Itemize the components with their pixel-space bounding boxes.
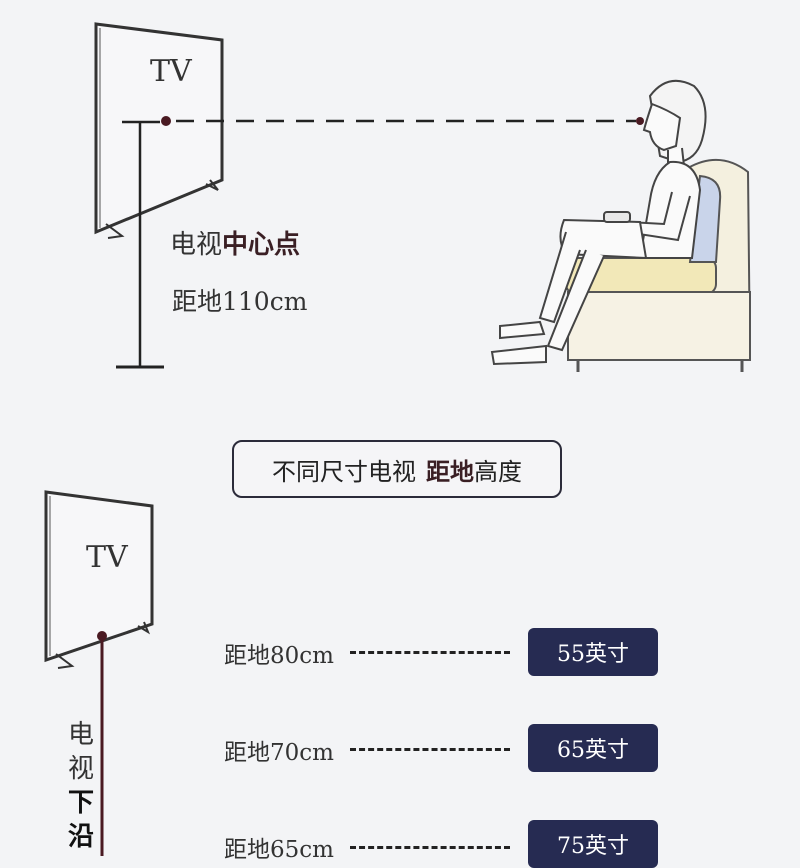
- row-2-distance: 距地70cm: [224, 740, 334, 766]
- vertical-char-4: 沿: [67, 822, 94, 852]
- bottom-edge-vertical-label: 电 视 下 沿: [66, 718, 96, 854]
- viewer-person: [490, 79, 707, 366]
- tv-bottom: [44, 490, 154, 669]
- tv-top: [94, 22, 224, 239]
- title-highlight: 距地: [426, 457, 474, 486]
- row-1-dash: [350, 651, 510, 654]
- title-suffix: 高度: [474, 457, 522, 486]
- center-label: 电视中心点: [170, 224, 300, 261]
- section-title: 不同尺寸电视距地高度: [232, 440, 562, 498]
- vertical-char-3: 下: [67, 788, 94, 818]
- top-illustration: [94, 22, 752, 372]
- tv-center-dot: [161, 116, 171, 126]
- sofa: [565, 158, 752, 372]
- row-3-distance: 距地65cm: [224, 837, 334, 863]
- title-plain: 不同尺寸电视: [272, 457, 416, 486]
- vertical-char-2: 视: [67, 754, 94, 784]
- row-2-dash: [350, 748, 510, 751]
- center-label-plain: 电视: [170, 230, 223, 260]
- row-3-dash: [350, 846, 510, 849]
- tv-bottom-edge-dot: [97, 631, 107, 641]
- center-label-bold: 中心点: [222, 230, 301, 260]
- row-1-distance: 距地80cm: [224, 643, 334, 669]
- tv-top-label: TV: [150, 54, 192, 89]
- row-3-size-badge: 75英寸: [528, 820, 658, 868]
- row-2-size-badge: 65英寸: [528, 724, 658, 772]
- tv-bottom-label: TV: [86, 540, 128, 575]
- height-label: 距地110cm: [172, 287, 308, 316]
- row-1-size-badge: 55英寸: [528, 628, 658, 676]
- vertical-char-1: 电: [67, 720, 94, 750]
